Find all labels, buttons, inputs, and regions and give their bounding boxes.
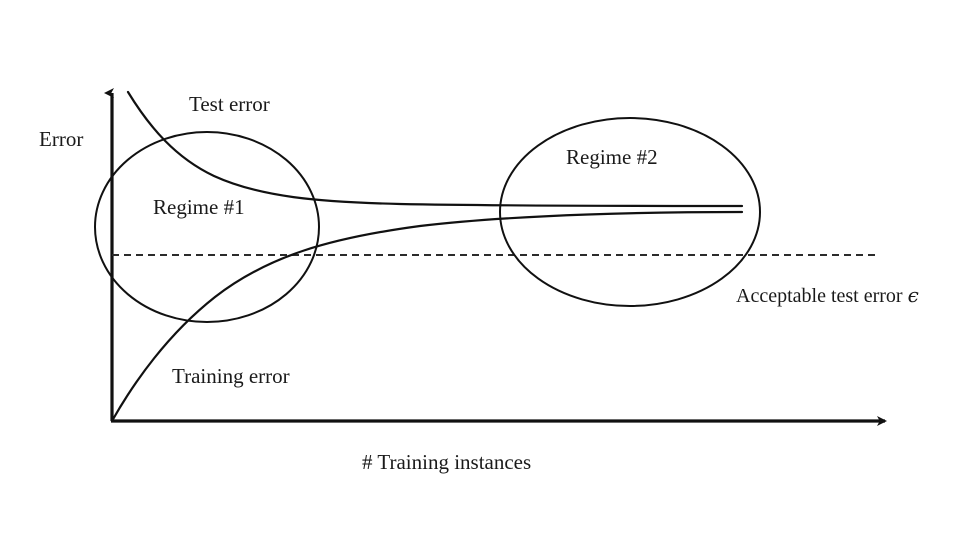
- training-error-curve: [110, 210, 744, 423]
- regime-1-ellipse: [94, 131, 320, 323]
- y-axis-label: Error: [39, 127, 84, 151]
- regime-2-label: Regime #2: [566, 145, 658, 169]
- regime-2-ellipse: [499, 117, 761, 307]
- epsilon-symbol: ϵ: [907, 283, 919, 307]
- x-axis-label: # Training instances: [362, 450, 532, 474]
- acceptable-test-error-text: Acceptable test error: [736, 285, 908, 307]
- regime-1-label: Regime #1: [153, 195, 245, 219]
- test-error-curve: [126, 90, 744, 208]
- test-error-label: Test error: [189, 92, 270, 116]
- acceptable-test-error-label: Acceptable test error ϵ: [736, 283, 919, 308]
- training-error-label: Training error: [172, 364, 290, 388]
